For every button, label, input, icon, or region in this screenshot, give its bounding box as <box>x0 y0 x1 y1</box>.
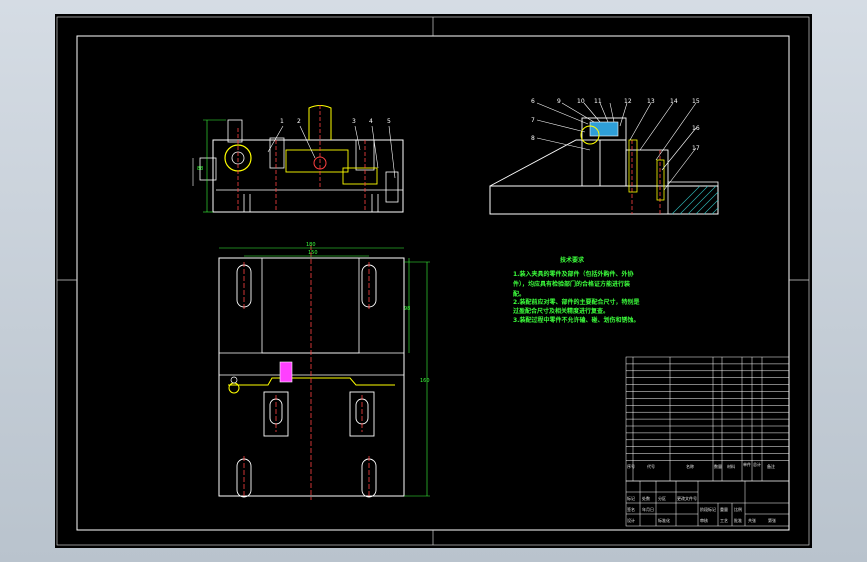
tech-req-line-1: 1.装入夹具的零件及部件（包括外购件、外协 <box>513 270 633 278</box>
header-seq: 序号 <box>627 463 635 469</box>
callout-8: 8 <box>531 135 535 142</box>
callout-4: 4 <box>369 118 373 125</box>
callout-13: 13 <box>647 98 655 105</box>
tb-review: 审核 <box>700 517 708 523</box>
tb-zone: 分区 <box>658 495 666 501</box>
zone-ticks <box>57 17 809 545</box>
tech-req-line-3: 配。 <box>513 290 525 298</box>
tb-sign: 签名 <box>627 506 635 512</box>
callout-12: 12 <box>624 98 632 105</box>
callout-15: 15 <box>692 98 700 105</box>
tb-count: 处数 <box>642 495 650 501</box>
tech-req-line-5: 过盈配合尺寸及相关精度进行复查。 <box>513 307 609 315</box>
dim-right-upper: 98 <box>404 306 410 312</box>
callout-2: 2 <box>297 118 301 125</box>
callout-5: 5 <box>387 118 391 125</box>
tb-change-doc: 更改文件号 <box>677 495 697 501</box>
header-unit: 单件 <box>743 461 751 467</box>
title-block-labels: 标记 处数 分区 更改文件号 签名 年月日 设计 标准化 阶段标记 重量 比例 … <box>627 495 776 523</box>
header-qty: 数量 <box>714 463 722 469</box>
callout-1: 1 <box>280 118 284 125</box>
parts-list-header: 序号 代号 名称 数量 材料 单件 总计 备注 <box>627 461 775 469</box>
callout-14: 14 <box>670 98 678 105</box>
callout-9: 9 <box>557 98 561 105</box>
side-callouts <box>536 102 697 191</box>
tb-scale: 比例 <box>734 506 742 512</box>
dim-right-lower: 160 <box>420 378 430 384</box>
header-name: 名称 <box>686 463 694 469</box>
callout-10: 10 <box>577 98 585 105</box>
tech-req-line-6: 3.装配过程中零件不允许磕、碰、划伤和锈蚀。 <box>513 316 639 324</box>
top-view <box>218 245 430 500</box>
tb-stage: 阶段标记 <box>700 506 716 512</box>
callout-3: 3 <box>352 118 356 125</box>
callout-7: 7 <box>531 117 535 124</box>
tb-sheet-no: 第张 <box>768 517 776 523</box>
parts-list-table <box>625 356 790 482</box>
callout-16: 16 <box>692 125 700 132</box>
front-callouts <box>267 125 396 179</box>
tb-sheets: 共张 <box>748 517 756 523</box>
tech-req-line-2: 件），均应具有检验部门的合格证方能进行装 <box>513 280 630 288</box>
dim-front-height: 88 <box>197 166 203 172</box>
tech-req-title: 技术要求 <box>560 256 585 264</box>
header-total: 总计 <box>753 461 761 467</box>
tb-approve: 批准 <box>734 517 742 523</box>
title-block <box>625 480 790 527</box>
callout-6: 6 <box>531 98 535 105</box>
callout-17: 17 <box>692 145 700 152</box>
callout-11: 11 <box>594 98 602 105</box>
tb-process: 工艺 <box>720 518 728 523</box>
tb-std: 标准化 <box>658 517 670 523</box>
header-remark: 备注 <box>767 463 775 469</box>
side-view <box>489 117 719 215</box>
dim-top-width-outer: 180 <box>306 242 316 248</box>
dim-top-width-inner: 150 <box>308 250 318 256</box>
tb-weight: 重量 <box>720 506 728 512</box>
front-view <box>192 105 404 213</box>
tb-mark: 标记 <box>627 495 635 501</box>
tb-date: 年月日 <box>642 506 654 512</box>
tech-req-line-4: 2.装配前应对零、部件的主要配合尺寸，特别是 <box>513 298 640 306</box>
header-material: 材料 <box>727 463 735 469</box>
model-space <box>55 14 812 548</box>
header-code: 代号 <box>647 463 655 469</box>
tb-design: 设计 <box>627 517 635 523</box>
